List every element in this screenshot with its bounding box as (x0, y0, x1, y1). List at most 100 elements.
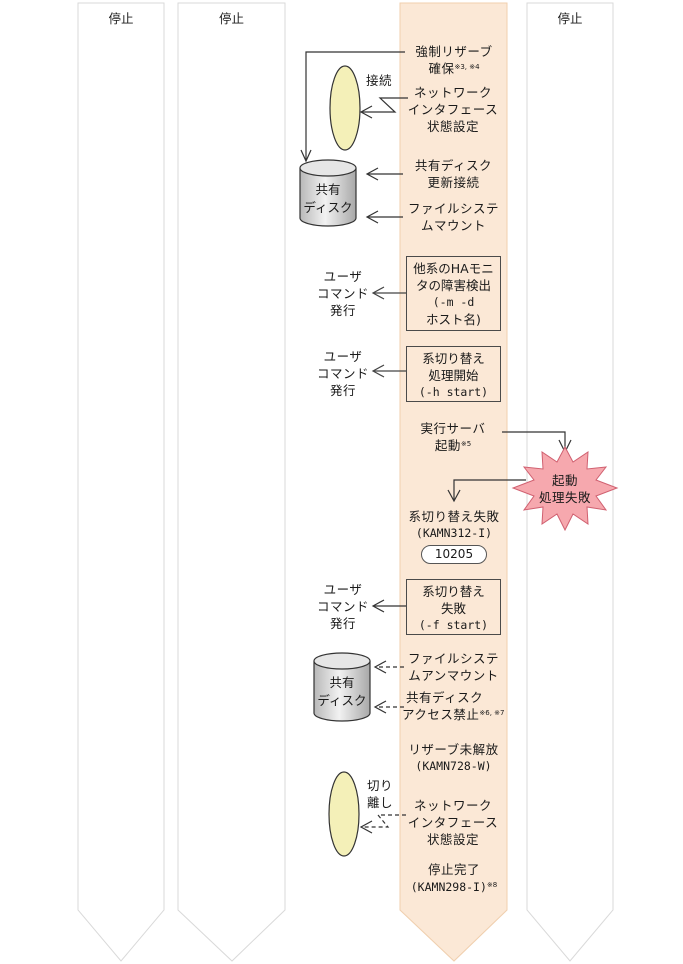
step-text: 失敗 (440, 601, 466, 616)
step-switch-start-box: 系切り替え 処理開始 (-h start) (406, 346, 501, 402)
step-nic-setup-2: ネットワーク インタフェース 状態設定 (396, 797, 510, 848)
step-text: アクセス禁止 (402, 707, 480, 722)
step-text: リザーブ未解放 (408, 742, 499, 757)
arrow-fs-mount (365, 210, 403, 224)
step-text: 系切り替え (422, 351, 485, 366)
step-fs-unmount: ファイルシステ ムアンマウント (400, 650, 507, 684)
user-command-3: ユーザ コマンド 発行 (314, 581, 372, 632)
arrow-fs-unmount (373, 660, 404, 674)
cmd-text: 発行 (329, 383, 356, 398)
disk-text: ディスク (303, 200, 353, 215)
step-text: 共有ディスク (406, 690, 484, 705)
user-command-1: ユーザ コマンド 発行 (314, 268, 372, 319)
shared-disk-bottom (313, 652, 371, 722)
step-text: ファイルシステ (407, 651, 499, 666)
cmd-text: ユーザ (323, 349, 363, 364)
failure-burst-label: 起動 処理失敗 (532, 472, 598, 506)
step-text: 停止完了 (427, 862, 480, 877)
step-text: 確保 (428, 61, 455, 76)
disk-text: 共有 (329, 675, 355, 690)
step-text: 実行サーバ (420, 421, 486, 436)
cmd-text: コマンド (316, 286, 369, 301)
step-text: 系切り替え (422, 584, 485, 599)
step-text: ムアンマウント (408, 668, 499, 683)
connect-label: 接続 (366, 73, 393, 88)
step-text: 更新接続 (427, 175, 480, 190)
step-switch-failed-cmd-box: 系切り替え 失敗 (-f start) (406, 579, 501, 635)
arrow-disk-block (373, 700, 404, 714)
message-id: (KAMN728-W) (415, 759, 492, 773)
step-text: タの障害検出 (415, 278, 491, 293)
shared-disk-top-label: 共有 ディスク (300, 181, 356, 217)
step-text: 起動※5 (408, 437, 498, 454)
column-1-body (77, 2, 165, 962)
message-id: (KAMN298-I) (410, 880, 487, 894)
user-command-2: ユーザ コマンド 発行 (314, 348, 372, 399)
step-text: 強制リザーブ (415, 44, 493, 59)
cmd-text: コマンド (316, 366, 369, 381)
step-server-start: 実行サーバ 起動※5 (408, 420, 498, 454)
step-text: 確保※3, ※4 (404, 60, 504, 77)
arrow-disk-update (365, 167, 403, 181)
arrow-user-cmd-1 (371, 286, 406, 300)
step-text: アクセス禁止※6, ※7 (402, 706, 532, 723)
arrow-failure-to-switch-failed (447, 479, 526, 503)
step-text: (-h start) (418, 385, 489, 399)
shared-disk-bottom-label: 共有 ディスク (314, 674, 370, 710)
nic-ellipse-top (329, 65, 361, 151)
column-2-header: 停止 (218, 11, 244, 26)
step-text: (KAMN298-I)※8 (398, 878, 510, 896)
cmd-text: 発行 (329, 303, 356, 318)
cmd-text: ユーザ (323, 269, 363, 284)
disk-text: ディスク (317, 693, 367, 708)
step-disk-update: 共有ディスク 更新接続 (400, 157, 507, 191)
arrow-nic-connect (359, 97, 408, 119)
step-text: ネットワーク (413, 85, 492, 100)
step-text: (-m -d (432, 295, 475, 309)
arrow-nic-detach (359, 814, 406, 834)
step-nic-setup-1: ネットワーク インタフェース 状態設定 (396, 84, 510, 135)
disk-text: 共有 (315, 182, 341, 197)
column-4-header: 停止 (557, 11, 583, 26)
cmd-text: 発行 (329, 616, 356, 631)
detach-text: 切り (366, 778, 393, 793)
step-text: 状態設定 (426, 832, 479, 847)
column-2-body (177, 2, 286, 962)
step-text: ムマウント (420, 218, 486, 233)
step-text: 起動 (434, 438, 461, 453)
column-1-header: 停止 (108, 11, 134, 26)
step-text: ホスト名) (426, 312, 481, 327)
message-id: (KAMN312-I) (415, 526, 493, 540)
step-text: 共有ディスク (414, 158, 493, 173)
step-disk-block: 共有ディスク アクセス禁止※6, ※7 (402, 689, 532, 723)
step-text: 他系のHAモニ (413, 261, 494, 276)
shared-disk-top (299, 159, 357, 227)
step-text: ファイルシステ (407, 201, 499, 216)
footnote-mark: ※3, ※4 (454, 63, 480, 71)
cmd-text: コマンド (316, 599, 369, 614)
step-fs-mount: ファイルシステ ムマウント (400, 200, 507, 234)
cmd-text: ユーザ (323, 582, 363, 597)
footnote-mark: ※5 (460, 440, 472, 448)
footnote-mark: ※8 (486, 881, 498, 889)
detach-text: 離し (366, 795, 393, 810)
nic-ellipse-bottom (328, 771, 360, 857)
step-text: ネットワーク (413, 798, 492, 813)
error-code-badge: 10205 (421, 545, 487, 564)
step-text: (-f start) (418, 618, 489, 632)
step-text: 状態設定 (426, 119, 479, 134)
footnote-mark: ※6, ※7 (479, 709, 505, 717)
arrow-reserve-to-disk (300, 51, 405, 163)
step-ha-detect-box: 他系のHAモニ タの障害検出 (-m -d ホスト名) (406, 256, 501, 331)
arrow-user-cmd-3 (371, 599, 406, 613)
step-text: インタフェース (407, 815, 499, 830)
failure-text: 処理失敗 (538, 490, 591, 505)
detach-label: 切り 離し (365, 777, 395, 811)
step-switch-failed: 系切り替え失敗 (KAMN312-I) (398, 508, 510, 542)
step-text: 系切り替え失敗 (408, 509, 500, 524)
step-reserve-unreleased: リザーブ未解放 (KAMN728-W) (400, 741, 507, 775)
step-forced-reserve: 強制リザーブ 確保※3, ※4 (404, 43, 504, 77)
failure-text: 起動 (551, 473, 578, 488)
arrow-user-cmd-2 (371, 364, 406, 378)
